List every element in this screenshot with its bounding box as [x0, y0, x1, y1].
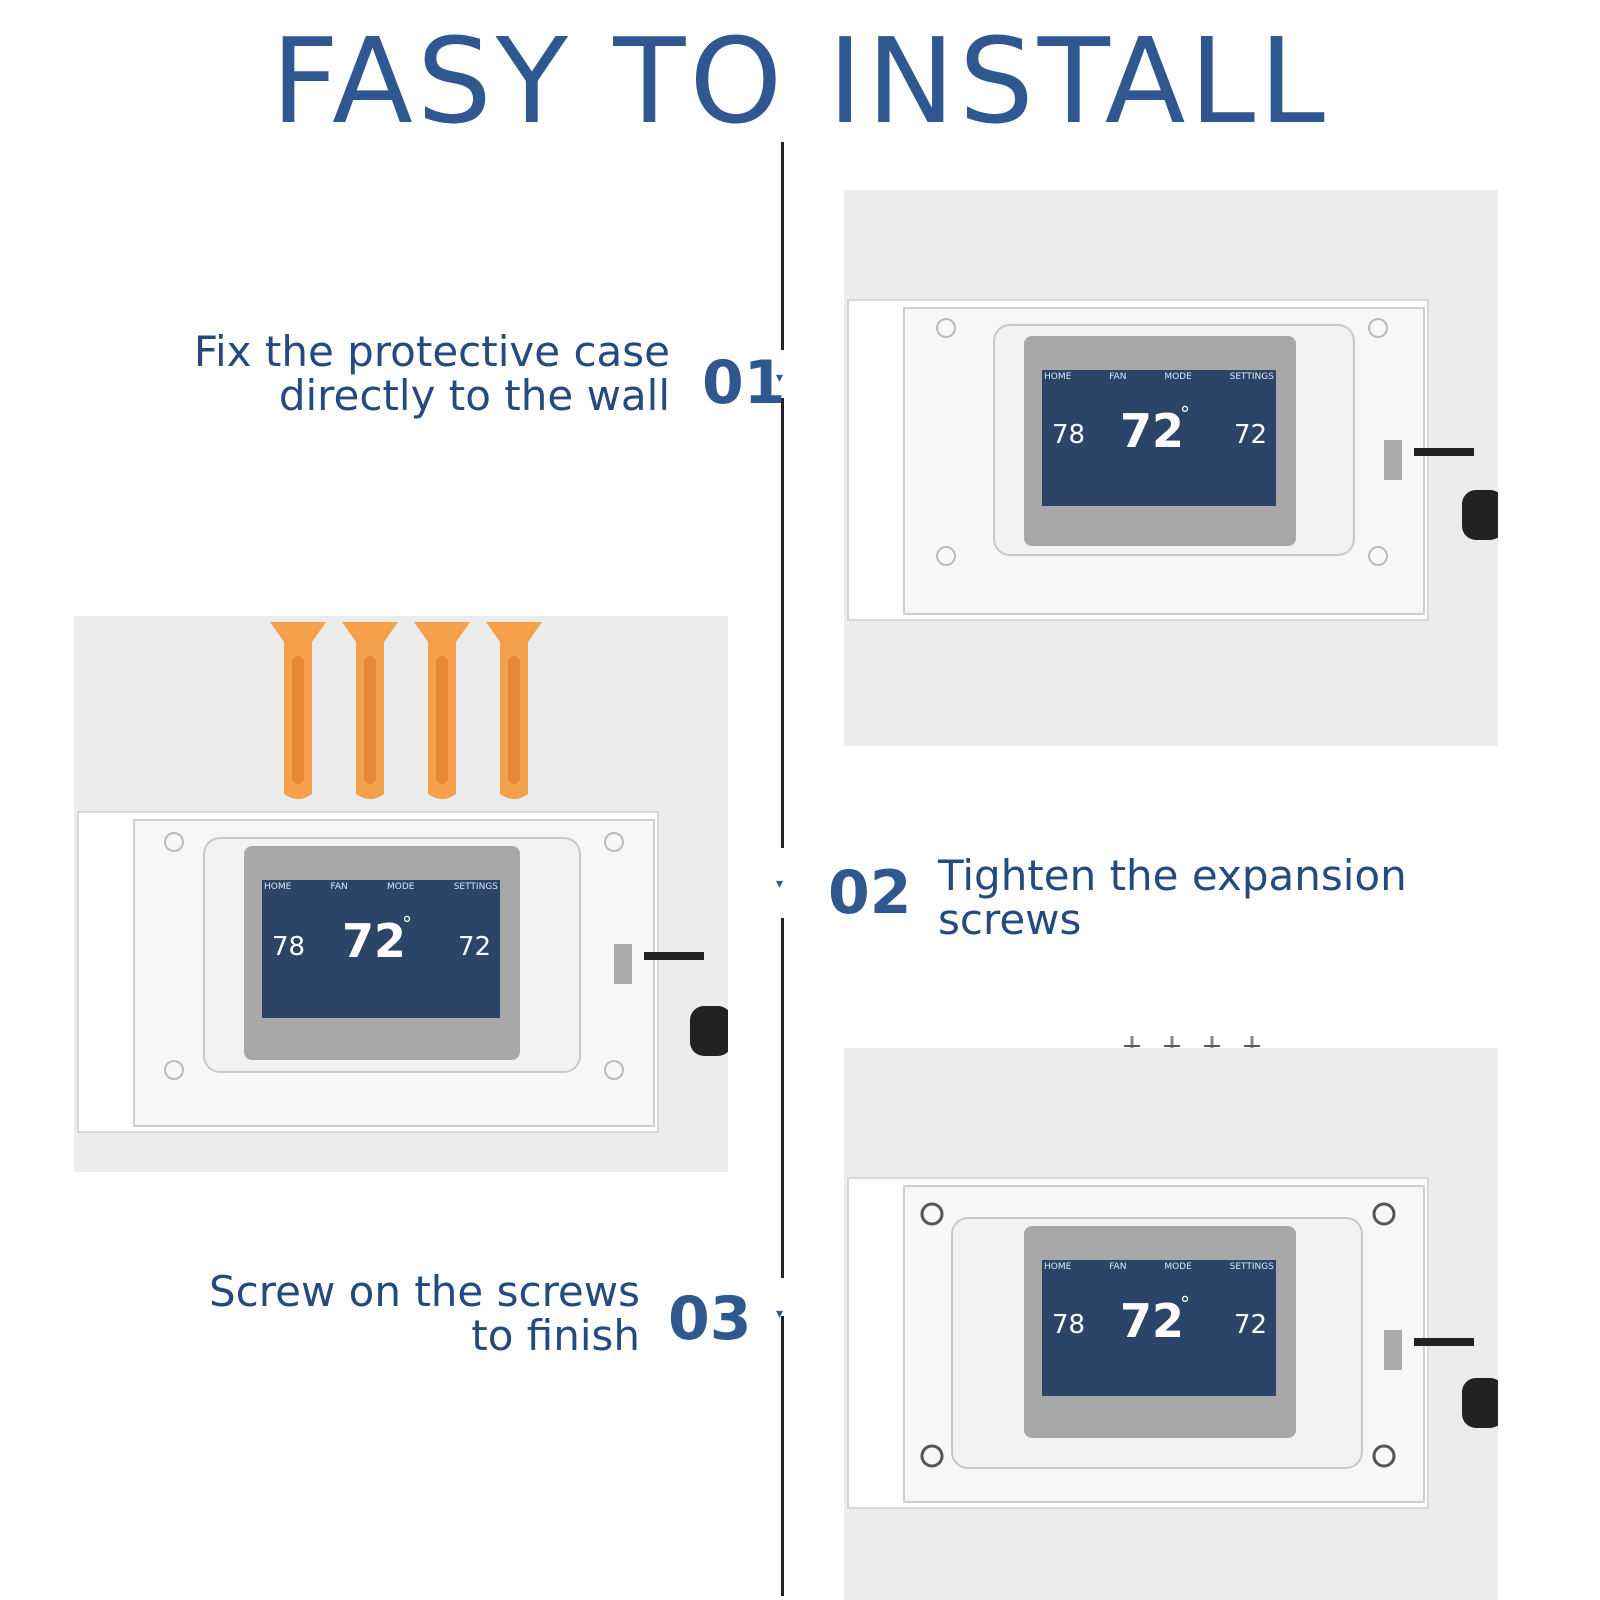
- timeline-line: [781, 142, 784, 350]
- menu-mode: MODE: [387, 882, 415, 892]
- menu-settings: SETTINGS: [453, 882, 498, 892]
- thermostat-menu: HOME FAN MODE SETTINGS: [264, 882, 498, 892]
- thermostat-degree: °: [1180, 402, 1190, 426]
- menu-home: HOME: [1044, 1262, 1072, 1272]
- thermostat-menu: HOME FAN MODE SETTINGS: [1044, 1262, 1274, 1272]
- timeline-line: [781, 918, 784, 1278]
- timeline-marker-icon: ▾: [776, 876, 784, 892]
- thermostat-left-temp: 78: [1052, 420, 1086, 450]
- step-2-line-2: screws: [938, 895, 1082, 944]
- thermostat-right-temp: 72: [1234, 420, 1268, 450]
- thermostat-right-temp: 72: [458, 932, 492, 962]
- menu-settings: SETTINGS: [1229, 1262, 1274, 1272]
- menu-mode: MODE: [1164, 372, 1192, 382]
- timeline-marker-icon: ▾: [776, 1306, 784, 1322]
- thermostat-left-temp: 78: [272, 932, 306, 962]
- thermostat-center-temp: 72: [1120, 1294, 1185, 1348]
- anchors-and-case: [77, 622, 728, 1133]
- product-photo-step-1: HOME FAN MODE SETTINGS 78 72 ° 72: [844, 190, 1498, 746]
- step-1-description: Fix the protective case directly to the …: [180, 330, 670, 418]
- thermostat-center-temp: 72: [342, 914, 407, 968]
- step-1-line-2: directly to the wall: [278, 371, 670, 420]
- step-3-line-1: Screw on the screws: [209, 1267, 640, 1316]
- menu-fan: FAN: [1109, 1262, 1127, 1272]
- case-illustration: [847, 299, 1498, 621]
- thermostat-degree: °: [402, 912, 412, 936]
- step-3-number: 03: [668, 1284, 752, 1354]
- timeline-line: [781, 398, 784, 848]
- menu-home: HOME: [264, 882, 292, 892]
- case-screwed-illustration: [847, 1177, 1498, 1509]
- step-2-description: Tighten the expansion screws: [938, 854, 1498, 942]
- thermostat-left-temp: 78: [1052, 1310, 1086, 1340]
- step-2-line-1: Tighten the expansion: [938, 851, 1407, 900]
- menu-fan: FAN: [330, 882, 348, 892]
- step-1-line-1: Fix the protective case: [193, 327, 670, 376]
- step-3-line-2: to finish: [471, 1311, 640, 1360]
- step-1-number: 01: [702, 348, 786, 418]
- menu-fan: FAN: [1109, 372, 1127, 382]
- page-title: FASY TO INSTALL: [271, 12, 1329, 150]
- step-3-description: Screw on the screws to finish: [150, 1270, 640, 1358]
- step-2-number: 02: [828, 858, 912, 928]
- timeline-line: [781, 1316, 784, 1596]
- thermostat-right-temp: 72: [1234, 1310, 1268, 1340]
- thermostat-center-temp: 72: [1120, 404, 1185, 458]
- menu-home: HOME: [1044, 372, 1072, 382]
- thermostat-menu: HOME FAN MODE SETTINGS: [1044, 372, 1274, 382]
- product-photo-step-3: HOME FAN MODE SETTINGS 78 72 ° 72: [844, 1048, 1498, 1600]
- menu-mode: MODE: [1164, 1262, 1192, 1272]
- thermostat-degree: °: [1180, 1292, 1190, 1316]
- timeline-marker-icon: ▾: [776, 370, 784, 386]
- menu-settings: SETTINGS: [1229, 372, 1274, 382]
- product-photo-step-2: HOME FAN MODE SETTINGS 78 72 ° 72: [74, 616, 728, 1172]
